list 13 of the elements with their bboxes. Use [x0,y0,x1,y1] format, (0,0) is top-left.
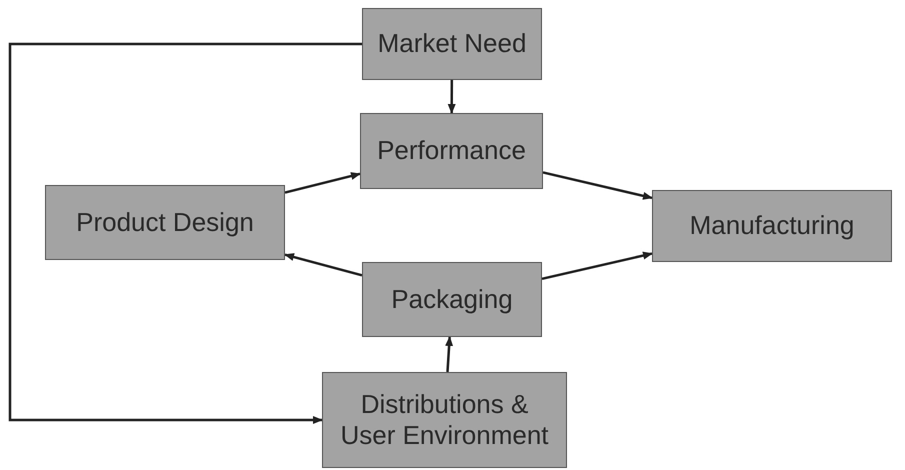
process-box: Performance [360,113,543,189]
arrow [8,42,362,424]
process-box: Manufacturing [652,190,892,262]
arrow [448,80,456,114]
process-box: Distributions & User Environment [322,372,567,468]
process-box: Market Need [362,8,542,80]
arrow [542,171,653,200]
arrow [445,336,454,372]
process-box: Product Design [45,185,285,260]
arrow [284,172,361,194]
arrow [284,253,362,277]
process-box: Packaging [362,262,542,337]
arrow [542,252,653,280]
